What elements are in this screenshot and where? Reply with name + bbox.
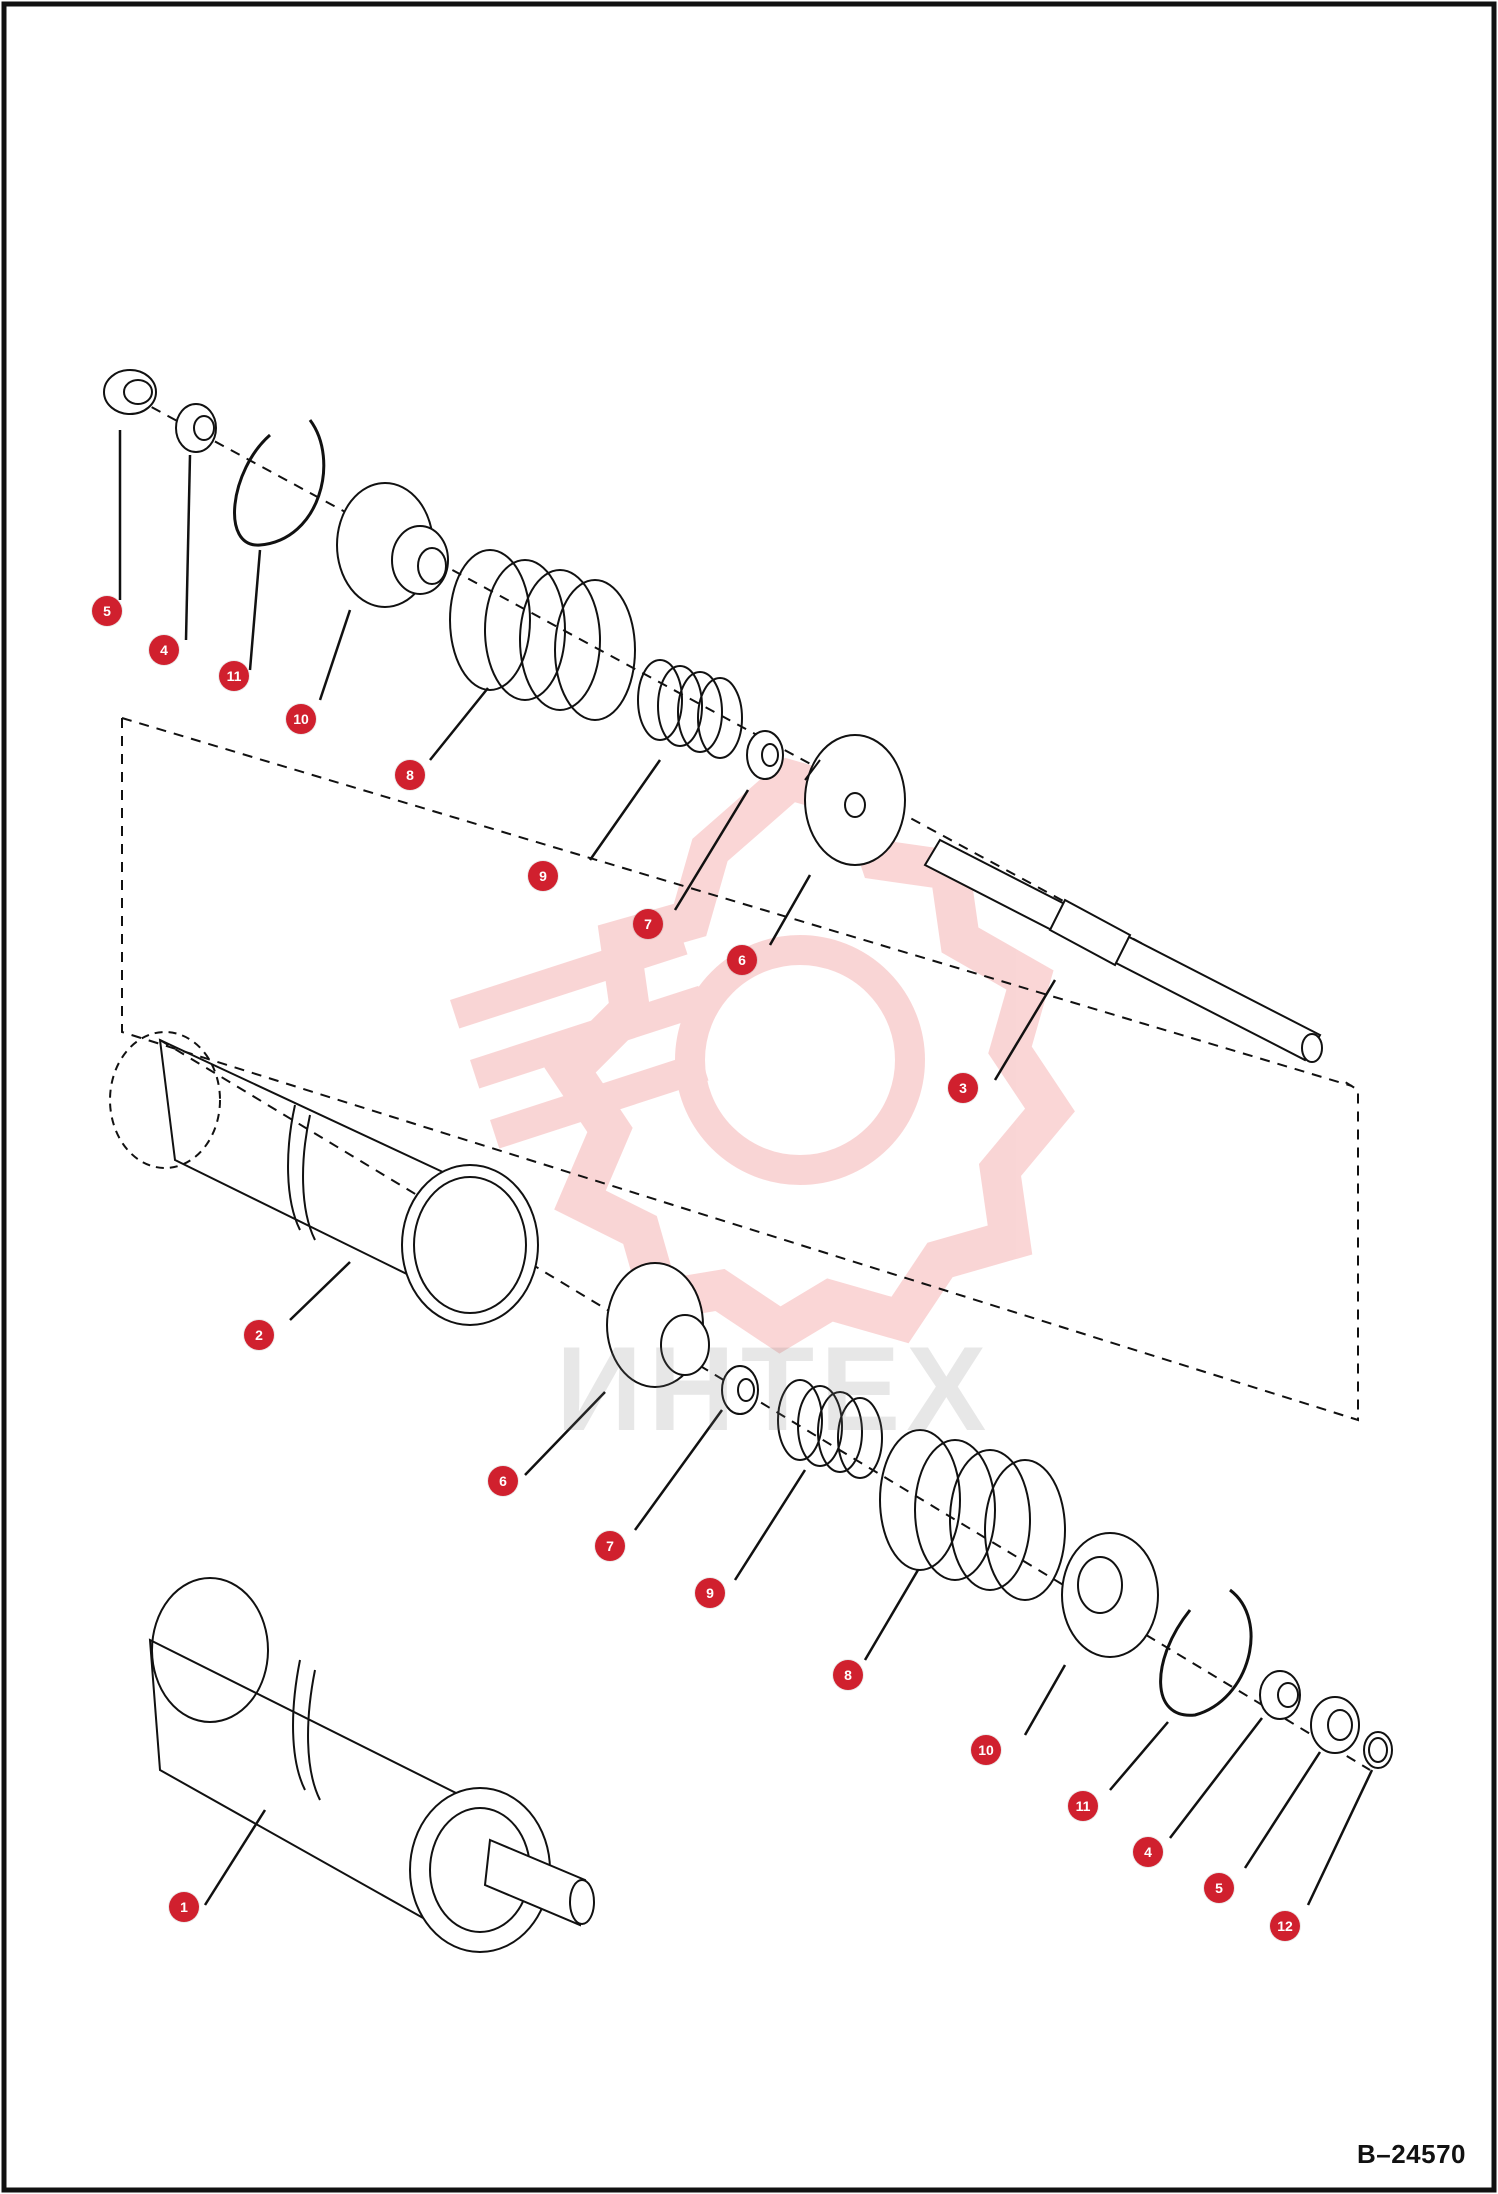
callout-upper-5: 5 (92, 596, 122, 626)
watermark-text: ИНТЕХ (556, 1322, 993, 1456)
part-6-lower-plate (606, 1262, 710, 1388)
callout-upper-11: 11 (219, 661, 249, 691)
part-5-upper-seal (103, 369, 157, 415)
part-8-lower-large-spring (879, 1429, 1066, 1601)
callout-upper-9: 9 (528, 861, 558, 891)
part-8-upper-large-spring (449, 549, 636, 721)
part-11-upper-snap-ring (233, 419, 326, 547)
part-7-upper-bushing (746, 730, 784, 780)
part-4-lower-bearing (1259, 1670, 1301, 1720)
callout-upper-10: 10 (286, 704, 316, 734)
callout-upper-3: 3 (948, 1073, 978, 1103)
callout-lower-5: 5 (1204, 1873, 1234, 1903)
callout-lower-6: 6 (488, 1466, 518, 1496)
leader-lines (118, 430, 1374, 1906)
callout-lower-7: 7 (595, 1531, 625, 1561)
callout-lower-11: 11 (1068, 1791, 1098, 1821)
callout-lower-9: 9 (695, 1578, 725, 1608)
callout-lower-8: 8 (833, 1660, 863, 1690)
callout-upper-7: 7 (633, 909, 663, 939)
callout-upper-6: 6 (727, 945, 757, 975)
callout-upper-8: 8 (395, 760, 425, 790)
part-5-lower-seal (1310, 1696, 1360, 1754)
callout-lower-12: 12 (1270, 1911, 1300, 1941)
watermark-gear-icon (449, 757, 1075, 1354)
part-6-upper-plate (804, 734, 906, 866)
part-10-upper-retainer (336, 482, 449, 608)
part-9-lower-small-spring (777, 1379, 883, 1479)
part-9-upper-small-spring (637, 659, 743, 759)
part-10-lower-retainer (1061, 1532, 1159, 1658)
part-3-upper-shaft (923, 838, 1323, 1063)
upper-to-lower-dashed-box (121, 717, 1359, 1422)
part-2-sleeve (109, 1031, 539, 1326)
part-7-lower-bushing (721, 1365, 759, 1415)
callout-lower-1: 1 (169, 1892, 199, 1922)
part-11-lower-snap-ring (1159, 1588, 1253, 1717)
part-4-upper-bearing (175, 403, 217, 453)
drawing-code-label: B–24570 (1356, 2139, 1466, 2169)
part-1-roller-assembly (148, 1577, 595, 1953)
part-12-o-ring (1363, 1731, 1393, 1769)
callout-lower-4: 4 (1133, 1837, 1163, 1867)
callout-lower-10: 10 (971, 1735, 1001, 1765)
callout-upper-4: 4 (149, 635, 179, 665)
callout-lower-2: 2 (244, 1320, 274, 1350)
